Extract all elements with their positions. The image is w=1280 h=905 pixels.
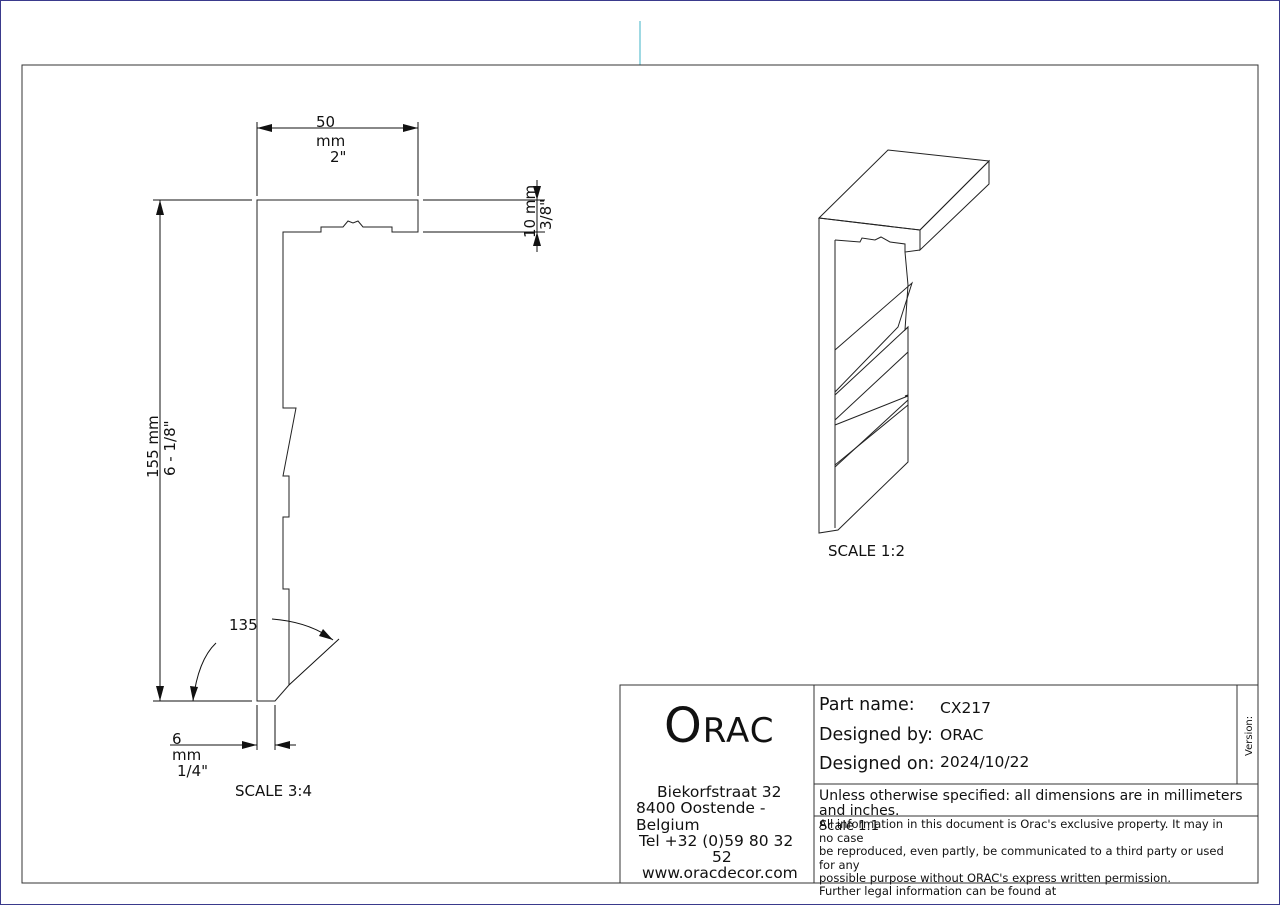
legal-line-6: Further legal information can be found a…	[819, 884, 1057, 898]
phone-line-2: 52	[712, 848, 732, 866]
angle-value: 135	[229, 616, 258, 634]
width-dimension: 50 mm 2"	[256, 113, 419, 196]
height-dimension: 155 mm 6 - 1/8"	[144, 199, 252, 702]
part-name-label: Part name:	[819, 695, 915, 715]
drawing-frame	[21, 64, 1259, 884]
width-inch-value: 2"	[330, 148, 346, 166]
units-note: Unless otherwise specified: all dimensio…	[819, 788, 1243, 804]
flange-mm-value: 10 mm	[521, 185, 539, 238]
legal-line-4: for any	[819, 858, 860, 872]
angle-dimension: 135	[190, 616, 340, 702]
version-label: Version:	[1244, 716, 1255, 756]
orac-logo: ORAC	[664, 698, 774, 754]
scale-note: Scale 1:1	[819, 819, 879, 834]
profile-section	[256, 199, 419, 702]
address-line-2: 8400 Oostende -	[636, 799, 765, 817]
thickness-mm-value: 6	[172, 730, 182, 748]
isometric-view	[817, 149, 991, 534]
profile-scale-label: SCALE 3:4	[235, 782, 312, 800]
designed-by-value: ORAC	[940, 726, 984, 744]
designed-on-label: Designed on:	[819, 754, 935, 774]
width-mm-unit: mm	[316, 132, 345, 150]
thickness-dimension: 6 mm 1/4"	[170, 705, 296, 780]
height-mm-value: 155 mm	[144, 415, 162, 478]
height-inch-value: 6 - 1/8"	[161, 420, 179, 476]
part-name-value: CX217	[940, 699, 991, 717]
thickness-mm-unit: mm	[172, 746, 201, 764]
address-line-3: Belgium	[636, 816, 700, 834]
units-note-2: and inches.	[819, 803, 899, 819]
thickness-inch-value: 1/4"	[177, 762, 208, 780]
legal-line-5: possible purpose without ORAC's express …	[819, 871, 1171, 885]
legal-line-1: All information in this document is Orac…	[819, 817, 1223, 831]
legal-line-2: no case	[819, 831, 863, 845]
website: www.oracdecor.com	[642, 864, 798, 882]
iso-scale-label: SCALE 1:2	[828, 542, 905, 560]
flange-inch-value: 3/8"	[537, 199, 555, 230]
designed-on-value: 2024/10/22	[940, 753, 1029, 771]
flange-dimension: 10 mm 3/8"	[423, 180, 555, 252]
legal-line-3: be reproduced, even partly, be communica…	[819, 844, 1224, 858]
title-block: ORAC Biekorfstraat 32 8400 Oostende - Be…	[619, 684, 1259, 898]
width-mm-value: 50	[316, 113, 335, 131]
address-line-1: Biekorfstraat 32	[657, 783, 781, 801]
phone-line: Tel +32 (0)59 80 32	[638, 832, 793, 850]
designed-by-label: Designed by:	[819, 725, 933, 745]
